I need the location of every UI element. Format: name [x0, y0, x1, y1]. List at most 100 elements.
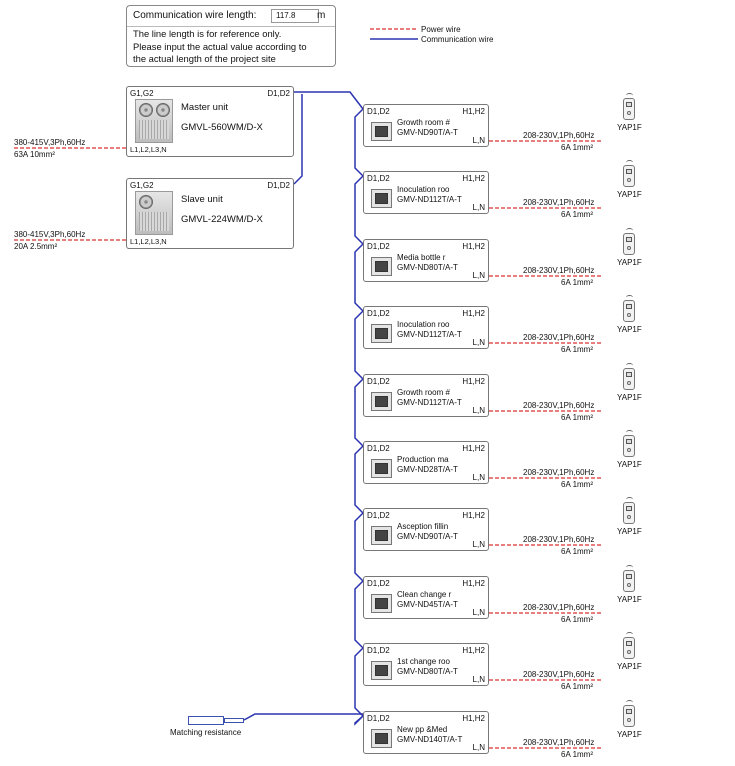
idu-terminal-h: H1,H2 — [462, 444, 485, 453]
cassette-grille-icon — [375, 733, 388, 744]
idu-room-name: Media bottle r — [397, 253, 446, 262]
cassette-grille-icon — [375, 463, 388, 474]
idu-room-name: Growth room # — [397, 118, 450, 127]
cassette-unit-icon — [371, 122, 392, 141]
wired-controller-icon[interactable] — [623, 363, 635, 390]
wired-controller-icon[interactable] — [623, 160, 635, 187]
controller-button-icon — [627, 718, 631, 722]
wired-controller-icon[interactable] — [623, 700, 635, 727]
idu-room-name: Growth room # — [397, 388, 450, 397]
grille-icon — [139, 212, 169, 231]
idu-terminal-h: H1,H2 — [462, 174, 485, 183]
cassette-grille-icon — [375, 126, 388, 137]
cassette-unit-icon — [371, 594, 392, 613]
idu-terminal-h: H1,H2 — [462, 309, 485, 318]
idu-terminal-ln: L,N — [472, 203, 485, 212]
ou-terminal-g: G1,G2 — [130, 89, 154, 98]
idu-power-cable: 6A 1mm² — [561, 278, 594, 287]
idu-power-cable: 6A 1mm² — [561, 547, 594, 556]
controller-screen-icon — [626, 439, 632, 444]
idu-terminal-d: D1,D2 — [367, 579, 390, 588]
idu-terminal-ln: L,N — [472, 406, 485, 415]
idu-terminal-d: D1,D2 — [367, 309, 390, 318]
wired-controller-icon[interactable] — [623, 295, 635, 322]
ou-model: GMVL-224WM/D-X — [181, 214, 263, 225]
idu-terminal-ln: L,N — [472, 675, 485, 684]
controller-screen-icon — [626, 709, 632, 714]
wired-controller-icon[interactable] — [623, 632, 635, 659]
idu-power-spec: 208-230V,1Ph,60Hz — [523, 131, 595, 140]
cassette-grille-icon — [375, 328, 388, 339]
idu-terminal-ln: L,N — [472, 540, 485, 549]
communication-wire-info-panel: Communication wire length: 117.8 m The l… — [126, 5, 336, 67]
signal-icon — [626, 363, 633, 368]
controller-model-label: YAP1F — [617, 595, 642, 604]
cassette-grille-icon — [375, 396, 388, 407]
controller-screen-icon — [626, 304, 632, 309]
controller-model-label: YAP1F — [617, 527, 642, 536]
wired-controller-icon[interactable] — [623, 93, 635, 120]
controller-screen-icon — [626, 574, 632, 579]
idu-terminal-d: D1,D2 — [367, 107, 390, 116]
wired-controller-icon[interactable] — [623, 430, 635, 457]
wire-length-input[interactable]: 117.8 — [271, 9, 319, 23]
idu-power-spec: 208-230V,1Ph,60Hz — [523, 198, 595, 207]
slave-comm-wire — [293, 94, 303, 185]
idu-model: GMV-ND90T/A-T — [397, 128, 458, 137]
controller-button-icon — [627, 178, 631, 182]
idu-power-spec: 208-230V,1Ph,60Hz — [523, 738, 595, 747]
ou-model: GMVL-560WM/D-X — [181, 122, 263, 133]
ou-terminal-power: L1,L2,L3,N — [130, 237, 167, 246]
fan-icon — [156, 103, 170, 117]
fan-icon — [139, 103, 153, 117]
idu-terminal-ln: L,N — [472, 271, 485, 280]
wire-length-label: Communication wire length: — [133, 10, 257, 21]
wired-controller-icon[interactable] — [623, 228, 635, 255]
idu-terminal-ln: L,N — [472, 608, 485, 617]
grille-icon — [139, 120, 169, 139]
controller-screen-icon — [626, 237, 632, 242]
idu-terminal-h: H1,H2 — [462, 511, 485, 520]
controller-button-icon — [627, 111, 631, 115]
controller-model-label: YAP1F — [617, 123, 642, 132]
ou-terminal-g: G1,G2 — [130, 181, 154, 190]
controller-screen-icon — [626, 641, 632, 646]
controller-button-icon — [627, 313, 631, 317]
idu-model: GMV-ND28T/A-T — [397, 465, 458, 474]
signal-icon — [626, 228, 633, 233]
ou-terminal-d: D1,D2 — [267, 89, 290, 98]
ou-terminal-power: L1,L2,L3,N — [130, 145, 167, 154]
controller-screen-icon — [626, 506, 632, 511]
cassette-unit-icon — [371, 257, 392, 276]
signal-icon — [626, 160, 633, 165]
signal-icon — [626, 430, 633, 435]
cassette-unit-icon — [371, 661, 392, 680]
matching-resistor-wire — [243, 713, 363, 721]
controller-model-label: YAP1F — [617, 190, 642, 199]
idu-power-spec: 208-230V,1Ph,60Hz — [523, 266, 595, 275]
ou-terminal-d: D1,D2 — [267, 181, 290, 190]
cassette-grille-icon — [375, 261, 388, 272]
idu-model: GMV-ND112T/A-T — [397, 330, 462, 339]
wired-controller-icon[interactable] — [623, 497, 635, 524]
cassette-unit-icon — [371, 526, 392, 545]
idu-terminal-h: H1,H2 — [462, 242, 485, 251]
wired-controller-icon[interactable] — [623, 565, 635, 592]
length-reference-note: The line length is for reference only. P… — [133, 28, 337, 66]
cassette-grille-icon — [375, 193, 388, 204]
idu-terminal-h: H1,H2 — [462, 377, 485, 386]
controller-button-icon — [627, 515, 631, 519]
note-line-3: the actual length of the project site — [133, 53, 276, 64]
